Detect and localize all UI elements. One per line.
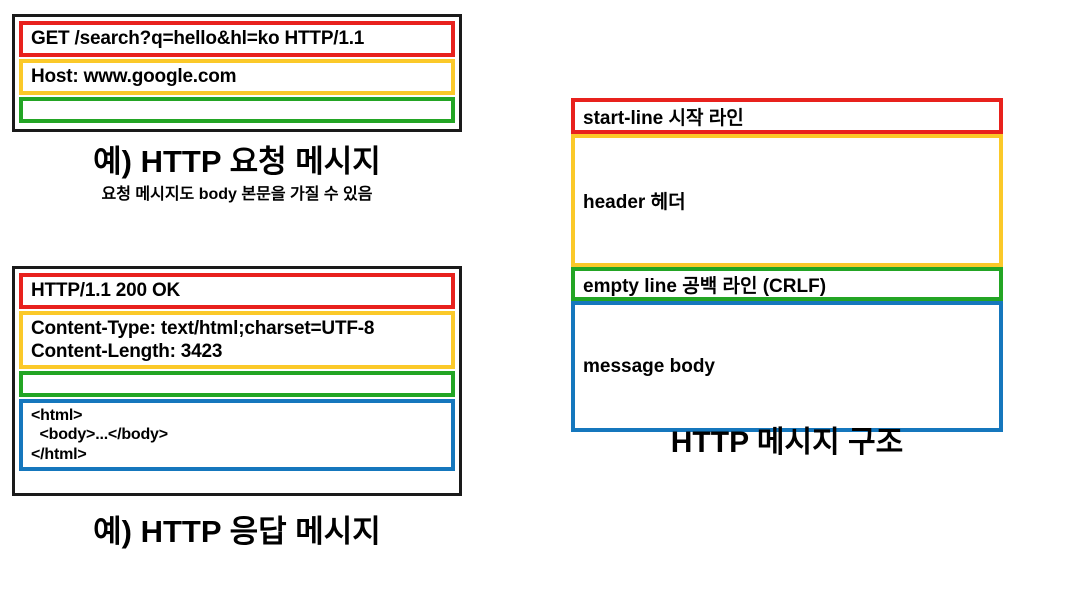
structure-message-body-label: message body [583, 355, 715, 377]
request-start-line-text: GET /search?q=hello&hl=ko HTTP/1.1 [31, 28, 365, 50]
request-start-line-box: GET /search?q=hello&hl=ko HTTP/1.1 [19, 21, 455, 57]
http-request-example-frame: GET /search?q=hello&hl=ko HTTP/1.1 Host:… [12, 14, 462, 132]
request-empty-line-box [19, 97, 455, 123]
structure-empty-line-box: empty line 공백 라인 (CRLF) [571, 267, 1003, 301]
response-header-box: Content-Type: text/html;charset=UTF-8 Co… [19, 311, 455, 369]
request-example-subcaption: 요청 메시지도 body 본문을 가질 수 있음 [101, 186, 373, 203]
response-start-line-box: HTTP/1.1 200 OK [19, 273, 455, 309]
response-body-line-2: <body>...</body> [31, 426, 168, 444]
http-response-example-frame: HTTP/1.1 200 OK Content-Type: text/html;… [12, 266, 462, 496]
structure-message-body-box: message body [571, 301, 1003, 432]
structure-diagram-caption: HTTP 메시지 구조 [670, 426, 904, 459]
structure-header-box: header 헤더 [571, 134, 1003, 267]
request-header-box: Host: www.google.com [19, 59, 455, 95]
response-example-caption: 예) HTTP 응답 메시지 [93, 514, 381, 549]
structure-start-line-label: start-line 시작 라인 [583, 107, 744, 129]
response-start-line-text: HTTP/1.1 200 OK [31, 280, 181, 302]
request-example-caption: 예) HTTP 요청 메시지 [93, 144, 381, 179]
response-body-line-3: </html> [31, 445, 87, 463]
response-body-line-1: <html> [31, 406, 83, 424]
response-header-content-type: Content-Type: text/html;charset=UTF-8 [31, 317, 375, 339]
request-header-text: Host: www.google.com [31, 66, 237, 88]
response-message-body-box: <html> <body>...</body> </html> [19, 399, 455, 471]
response-header-content-length: Content-Length: 3423 [31, 341, 223, 362]
structure-empty-line-label: empty line 공백 라인 (CRLF) [583, 275, 827, 297]
structure-header-label: header 헤더 [583, 192, 686, 213]
http-message-structure-diagram: start-line 시작 라인 header 헤더 empty line 공백… [571, 98, 1003, 432]
response-empty-line-box [19, 371, 455, 397]
structure-start-line-box: start-line 시작 라인 [571, 98, 1003, 134]
